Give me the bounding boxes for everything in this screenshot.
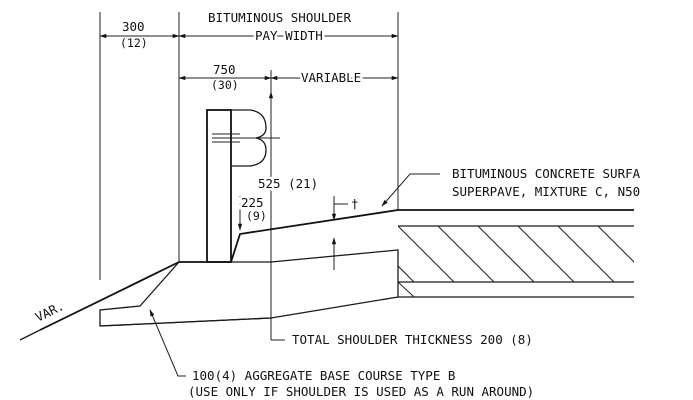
note-base-2: (USE ONLY IF SHOULDER IS USED AS A RUN A…	[188, 384, 534, 399]
dim-height-525: 525 (21)	[258, 176, 318, 191]
base-leader	[149, 309, 186, 377]
slope-tick	[19, 329, 41, 341]
note-thickness: TOTAL SHOULDER THICKNESS 200 (8)	[292, 332, 533, 347]
guardrail-post	[206, 109, 232, 263]
t-mark: †	[351, 196, 359, 211]
fill-slope	[39, 261, 180, 331]
note-surface-2: SUPERPAVE, MIXTURE C, N50	[452, 184, 640, 199]
dim-offset-in: (12)	[120, 36, 148, 50]
pavement-hatch	[398, 225, 634, 297]
note-surface-1: BITUMINOUS CONCRETE SURFA	[452, 166, 641, 181]
dim-offset-mm: 300	[122, 19, 145, 34]
pay-width-label-2: PAY WIDTH	[255, 28, 323, 43]
dim-guard-in: (30)	[211, 78, 239, 92]
dim-height-225-in: (9)	[246, 209, 267, 223]
base-bottom	[99, 317, 272, 327]
shoulder-bottom	[179, 249, 634, 298]
note-base-1: 100(4) AGGREGATE BASE COURSE TYPE B	[192, 368, 455, 383]
dim-variable: VARIABLE	[301, 70, 361, 85]
aggregate-base	[99, 261, 399, 327]
pay-width-label-1: BITUMINOUS SHOULDER	[208, 10, 351, 25]
dim-height-225-mm: 225	[241, 195, 264, 210]
dim-guard-mm: 750	[213, 62, 236, 77]
slope-label: VAR.	[33, 298, 67, 325]
surface-leader	[381, 173, 440, 207]
